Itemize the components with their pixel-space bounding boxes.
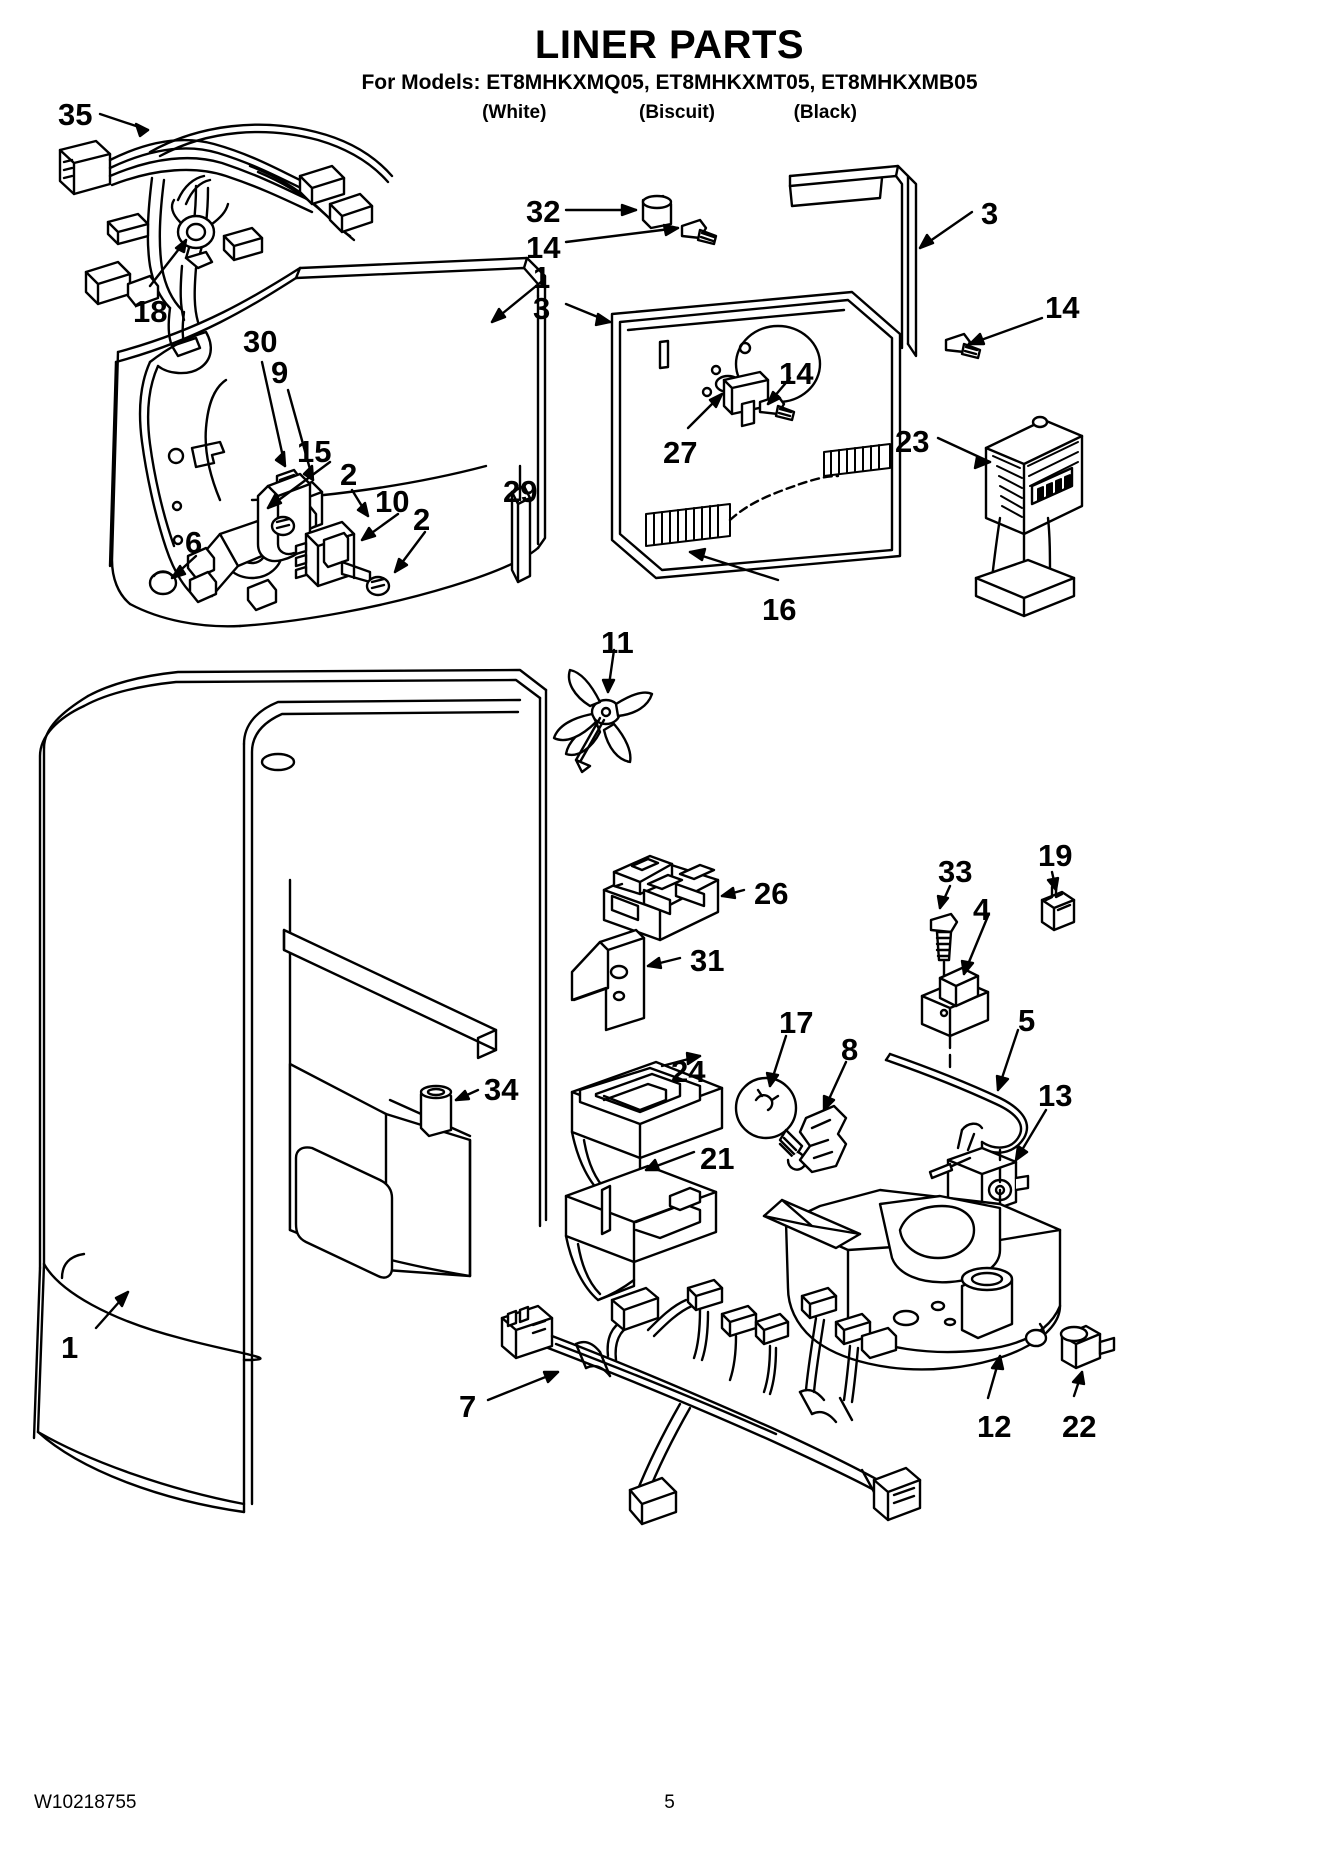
callout-number-5[interactable]: 5 <box>1018 1003 1036 1038</box>
callout-number-17[interactable]: 17 <box>779 1005 814 1040</box>
callout-number-1[interactable]: 1 <box>61 1330 79 1365</box>
defrost-control-art <box>270 515 391 597</box>
leader-17 <box>765 1034 788 1088</box>
upper-liner-box-art <box>108 256 547 628</box>
rear-liner-panel-art <box>610 290 902 580</box>
callout-number-35[interactable]: 35 <box>58 97 93 132</box>
leader-5 <box>995 1028 1020 1092</box>
leader-7 <box>486 1370 560 1402</box>
air-duct-tower-art <box>974 415 1084 618</box>
callout-number-2[interactable]: 2 <box>413 502 431 537</box>
callout-number-10[interactable]: 10 <box>375 484 410 519</box>
callout-number-7[interactable]: 7 <box>459 1389 477 1424</box>
callout-number-27[interactable]: 27 <box>663 435 698 470</box>
callout-number-18[interactable]: 18 <box>133 294 168 329</box>
leaders-24-21 <box>644 1051 702 1172</box>
leader-13 <box>1014 1108 1048 1162</box>
callout-number-22[interactable]: 22 <box>1062 1409 1097 1444</box>
callout-number-12[interactable]: 12 <box>977 1409 1012 1444</box>
control-knob-art <box>1059 1324 1116 1370</box>
rear-trim-rail-art <box>788 164 918 358</box>
footer-part-code: W10218755 <box>34 1792 137 1813</box>
leader-1-cabinet <box>94 1290 130 1330</box>
callout-number-30[interactable]: 30 <box>243 324 278 359</box>
callout-number-4[interactable]: 4 <box>973 892 991 927</box>
callout-number-33[interactable]: 33 <box>938 854 973 889</box>
leader-19 <box>1046 870 1060 892</box>
color-black: (Black) <box>793 102 857 123</box>
thermostat-cap-art <box>920 966 990 1074</box>
callout-number-16[interactable]: 16 <box>762 592 797 627</box>
leaders-upper-left <box>170 360 427 580</box>
leader-35 <box>98 112 150 138</box>
upper-wire-harness-art <box>58 123 394 358</box>
color-biscuit: (Biscuit) <box>639 102 715 123</box>
capillary-tube-art <box>884 1052 1029 1154</box>
callout-number-2[interactable]: 2 <box>340 457 358 492</box>
color-variants-row: (White) (Biscuit) (Black) <box>0 103 1339 123</box>
leader-34 <box>454 1088 480 1102</box>
callout-number-14[interactable]: 14 <box>779 356 814 391</box>
callout-number-8[interactable]: 8 <box>841 1032 859 1067</box>
leader-11 <box>601 648 616 694</box>
callout-number-3[interactable]: 3 <box>533 291 551 326</box>
callout-number-24[interactable]: 24 <box>671 1054 706 1089</box>
mounting-plate-art <box>570 928 646 1032</box>
air-duct-lower-art <box>564 1164 718 1302</box>
callout-number-11[interactable]: 11 <box>601 625 634 660</box>
leader-12 <box>986 1354 1005 1400</box>
leader-18 <box>148 238 188 288</box>
callout-number-26[interactable]: 26 <box>754 876 789 911</box>
callout-number-34[interactable]: 34 <box>484 1072 519 1107</box>
leader-8 <box>822 1060 848 1112</box>
leader-23 <box>936 436 992 470</box>
color-white: (White) <box>482 102 547 123</box>
spacer-34-art <box>419 1084 453 1138</box>
retainer-clip-art <box>798 1104 848 1174</box>
callout-number-15[interactable]: 15 <box>297 434 332 469</box>
fan-blade-art <box>552 668 654 774</box>
lower-wire-harness-art <box>500 1278 922 1526</box>
leaders-right-panel <box>490 280 1044 582</box>
terminal-clip-art <box>1040 885 1076 932</box>
callout-number-14[interactable]: 14 <box>1045 290 1080 325</box>
page-title: LINER PARTS <box>534 23 805 67</box>
callout-number-9[interactable]: 9 <box>271 355 289 390</box>
callout-number-13[interactable]: 13 <box>1038 1078 1073 1113</box>
callout-number-3[interactable]: 3 <box>981 196 999 231</box>
air-duct-upper-art <box>570 1060 724 1198</box>
leader-31 <box>646 956 682 970</box>
callout-number-21[interactable]: 21 <box>700 1141 735 1176</box>
bushing-screw-art <box>641 194 718 246</box>
callout-number-23[interactable]: 23 <box>895 424 930 459</box>
callout-number-32[interactable]: 32 <box>526 194 561 229</box>
leader-26 <box>720 886 746 900</box>
callout-number-29[interactable]: 29 <box>503 474 538 509</box>
models-line: For Models: ET8MHKXMQ05, ET8MHKXMT05, ET… <box>361 71 978 94</box>
light-lens-housing-art <box>602 854 720 942</box>
screw-33-art <box>929 912 959 1002</box>
callout-number-14[interactable]: 14 <box>526 230 561 265</box>
callout-number-19[interactable]: 19 <box>1038 838 1073 873</box>
callout-number-6[interactable]: 6 <box>185 525 203 560</box>
callout-number-1[interactable]: 1 <box>533 260 551 295</box>
main-cabinet-art <box>32 668 548 1514</box>
screw-14-right <box>944 332 982 360</box>
footer-page-number: 5 <box>664 1792 675 1813</box>
light-bulb-art <box>734 1076 807 1171</box>
leader-3b <box>918 210 974 250</box>
callout-number-31[interactable]: 31 <box>690 943 725 978</box>
leaders-33-4 <box>936 884 990 976</box>
leaders-32-14 <box>564 203 680 244</box>
leader-22 <box>1071 1370 1086 1398</box>
